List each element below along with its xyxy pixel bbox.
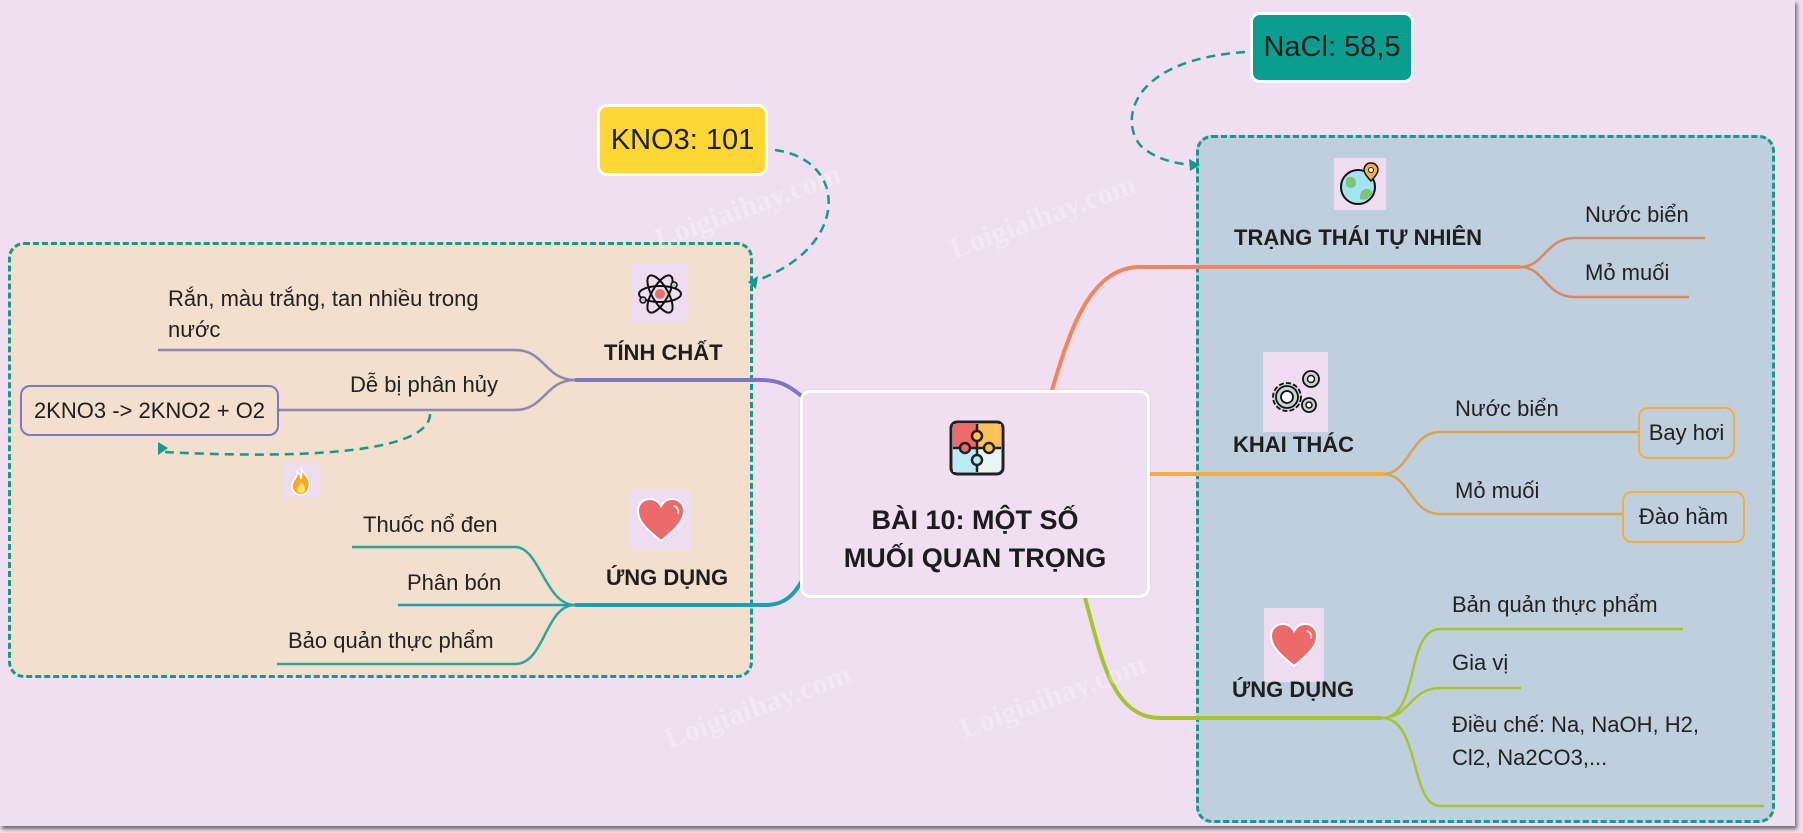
nacl-relationship-arrow <box>1130 50 1246 167</box>
branch-extraction-item1 <box>1382 430 1640 476</box>
central-title-line2: MUỐI QUAN TRỌNG <box>843 543 1107 573</box>
topic-natural-state[interactable]: TRẠNG THÁI TỰ NHIÊN <box>1234 225 1483 250</box>
gears-icon <box>1263 352 1328 432</box>
natural-state-item[interactable]: Nước biển <box>1585 202 1689 227</box>
branch-app-left-item1 <box>352 545 576 607</box>
arrowhead <box>158 442 168 455</box>
method-tunneling-box[interactable]: Đào hầm <box>1622 491 1745 543</box>
extraction-item-seawater[interactable]: Nước biển <box>1455 396 1559 421</box>
topic-properties[interactable]: TÍNH CHẤT <box>604 340 723 365</box>
nacl-application-item[interactable]: Bản quản thực phẩm <box>1452 592 1658 617</box>
central-title: BÀI 10: MỘT SỐ MUỐI QUAN TRỌNG <box>803 501 1147 577</box>
nacl-application-item[interactable]: Gia vị <box>1452 650 1509 675</box>
globe-pin-icon <box>1334 158 1386 210</box>
branch-natural-item2 <box>1519 265 1689 299</box>
arrowhead <box>1189 159 1200 171</box>
application-item[interactable]: Thuốc nổ đen <box>363 512 498 537</box>
branch-natural <box>1050 265 1520 391</box>
central-title-line1: BÀI 10: MỘT SỐ <box>871 505 1079 535</box>
branch-properties-item2 <box>278 378 576 412</box>
application-item[interactable]: Phân bón <box>407 570 502 595</box>
decomposition-equation-box[interactable]: 2KNO3 -> 2KNO2 + O2 <box>20 385 279 436</box>
arrowhead <box>748 276 758 289</box>
branch-extraction-item2 <box>1382 472 1625 516</box>
branch-properties <box>575 378 814 407</box>
branch-properties-item1 <box>158 348 576 382</box>
synthesis-line2: Cl2, Na2CO3,... <box>1452 745 1608 770</box>
central-topic[interactable]: BÀI 10: MỘT SỐ MUỐI QUAN TRỌNG <box>800 390 1150 598</box>
application-item[interactable]: Bảo quản thực phẩm <box>288 628 494 653</box>
natural-state-item[interactable]: Mỏ muối <box>1585 260 1670 285</box>
branch-app-right-item1 <box>1381 627 1683 720</box>
kno3-molar-mass-callout[interactable]: KNO3: 101 <box>597 104 768 176</box>
atom-icon <box>632 264 688 324</box>
nacl-molar-mass-callout[interactable]: NaCl: 58,5 <box>1250 12 1414 83</box>
branch-app-right-item3 <box>1381 716 1764 808</box>
fire-icon <box>283 463 319 499</box>
branch-natural-item1 <box>1519 236 1705 269</box>
property-item-physical-line1: Rắn, màu trắng, tan nhiều trong <box>168 286 479 311</box>
branch-app-right-item2 <box>1381 686 1521 720</box>
puzzle-icon <box>948 419 1006 477</box>
extraction-item-salt-mine[interactable]: Mỏ muối <box>1455 478 1540 503</box>
property-item-physical[interactable]: Rắn, màu trắng, tan nhiều trong nước <box>168 283 479 345</box>
heart-icon <box>630 490 691 550</box>
topic-applications-kno3[interactable]: ỨNG DỤNG <box>606 565 729 590</box>
branch-applications-right <box>1083 597 1382 720</box>
synthesis-line1: Điều chế: Na, NaOH, H2, <box>1452 712 1699 737</box>
branch-app-left-item3 <box>277 603 576 666</box>
topic-applications-nacl[interactable]: ỨNG DỤNG <box>1232 677 1355 702</box>
property-item-decomposition[interactable]: Dễ bị phân hủy <box>350 372 498 397</box>
topic-extraction[interactable]: KHAI THÁC <box>1233 432 1354 457</box>
nacl-application-item-synthesis[interactable]: Điều chế: Na, NaOH, H2, Cl2, Na2CO3,... <box>1452 708 1699 774</box>
nacl-group-boundary[interactable] <box>1196 135 1775 823</box>
heart-icon <box>1264 608 1324 682</box>
method-evaporation-box[interactable]: Bay hơi <box>1638 407 1735 459</box>
property-item-physical-line2: nước <box>168 317 221 342</box>
